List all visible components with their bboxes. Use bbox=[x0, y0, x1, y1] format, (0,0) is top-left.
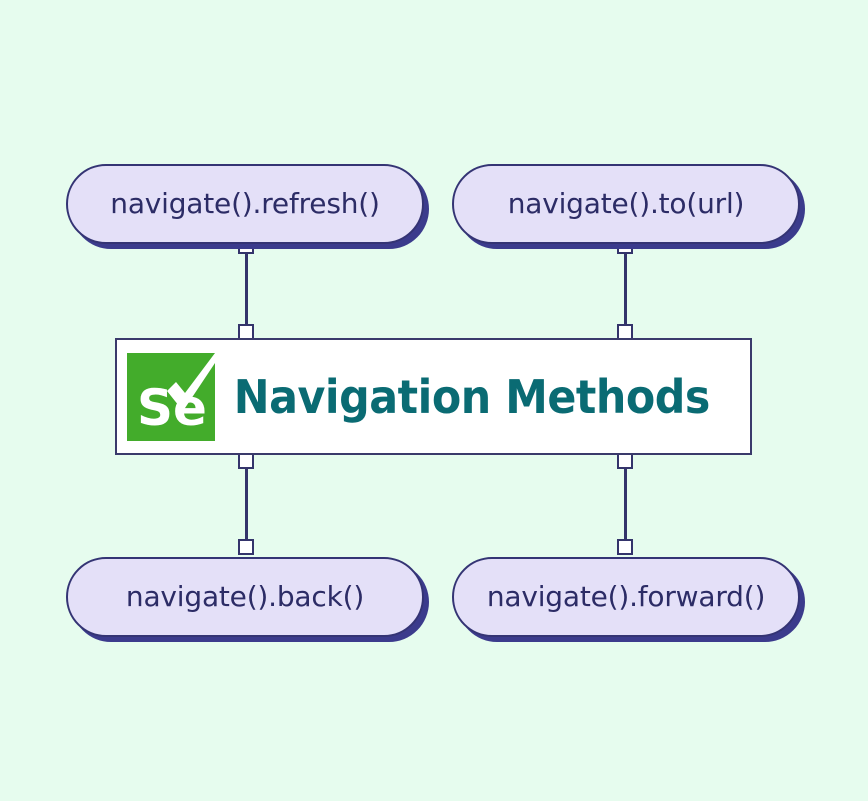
selenium-logo-icon: Se bbox=[127, 349, 215, 445]
node-label: navigate().refresh() bbox=[110, 187, 380, 220]
node-navigate-back[interactable]: navigate().back() bbox=[66, 557, 424, 637]
node-label: navigate().to(url) bbox=[507, 187, 745, 220]
connector-to-url-to-center[interactable] bbox=[617, 238, 633, 340]
node-navigate-to-url[interactable]: navigate().to(url) bbox=[452, 164, 800, 244]
node-navigate-refresh[interactable]: navigate().refresh() bbox=[66, 164, 424, 244]
connector-line bbox=[623, 246, 627, 332]
connector-center-to-back[interactable] bbox=[238, 453, 254, 555]
connector-line bbox=[244, 246, 248, 332]
connector-line bbox=[244, 461, 248, 547]
connector-line bbox=[623, 461, 627, 547]
center-node-navigation-methods[interactable]: Se Navigation Methods bbox=[115, 338, 752, 455]
connector-handle-end[interactable] bbox=[238, 539, 254, 555]
connector-refresh-to-center[interactable] bbox=[238, 238, 254, 340]
connector-handle-end[interactable] bbox=[617, 539, 633, 555]
node-label: navigate().forward() bbox=[486, 580, 766, 613]
node-navigate-forward[interactable]: navigate().forward() bbox=[452, 557, 800, 637]
connector-handle-start[interactable] bbox=[617, 453, 633, 469]
center-node-title: Navigation Methods bbox=[233, 369, 711, 424]
connector-handle-start[interactable] bbox=[238, 453, 254, 469]
node-label: navigate().back() bbox=[125, 580, 365, 613]
connector-center-to-forward[interactable] bbox=[617, 453, 633, 555]
svg-text:Se: Se bbox=[137, 379, 207, 437]
